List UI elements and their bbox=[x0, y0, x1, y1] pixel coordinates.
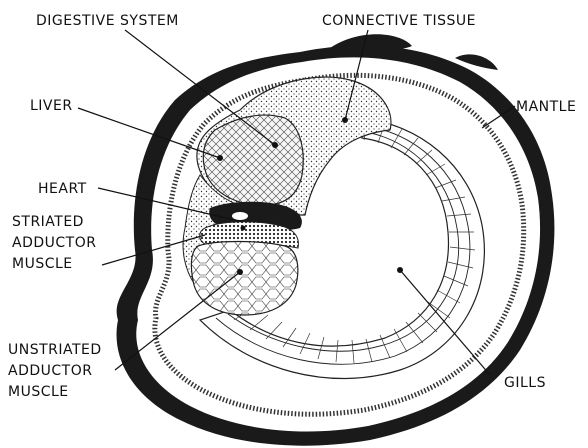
unstriated-muscle-shape bbox=[191, 242, 297, 316]
label-connective-tissue: CONNECTIVE TISSUE bbox=[322, 12, 476, 30]
label-unstriated-adductor-muscle: UNSTRIATED ADDUCTOR MUSCLE bbox=[8, 340, 102, 403]
label-striated-adductor-muscle: STRIATED ADDUCTOR MUSCLE bbox=[12, 212, 96, 275]
label-gills: GILLS bbox=[504, 374, 546, 392]
label-heart: HEART bbox=[38, 180, 87, 198]
label-liver: LIVER bbox=[30, 97, 73, 115]
label-digestive-system: DIGESTIVE SYSTEM bbox=[36, 12, 179, 30]
label-mantle: MANTLE bbox=[516, 98, 576, 116]
